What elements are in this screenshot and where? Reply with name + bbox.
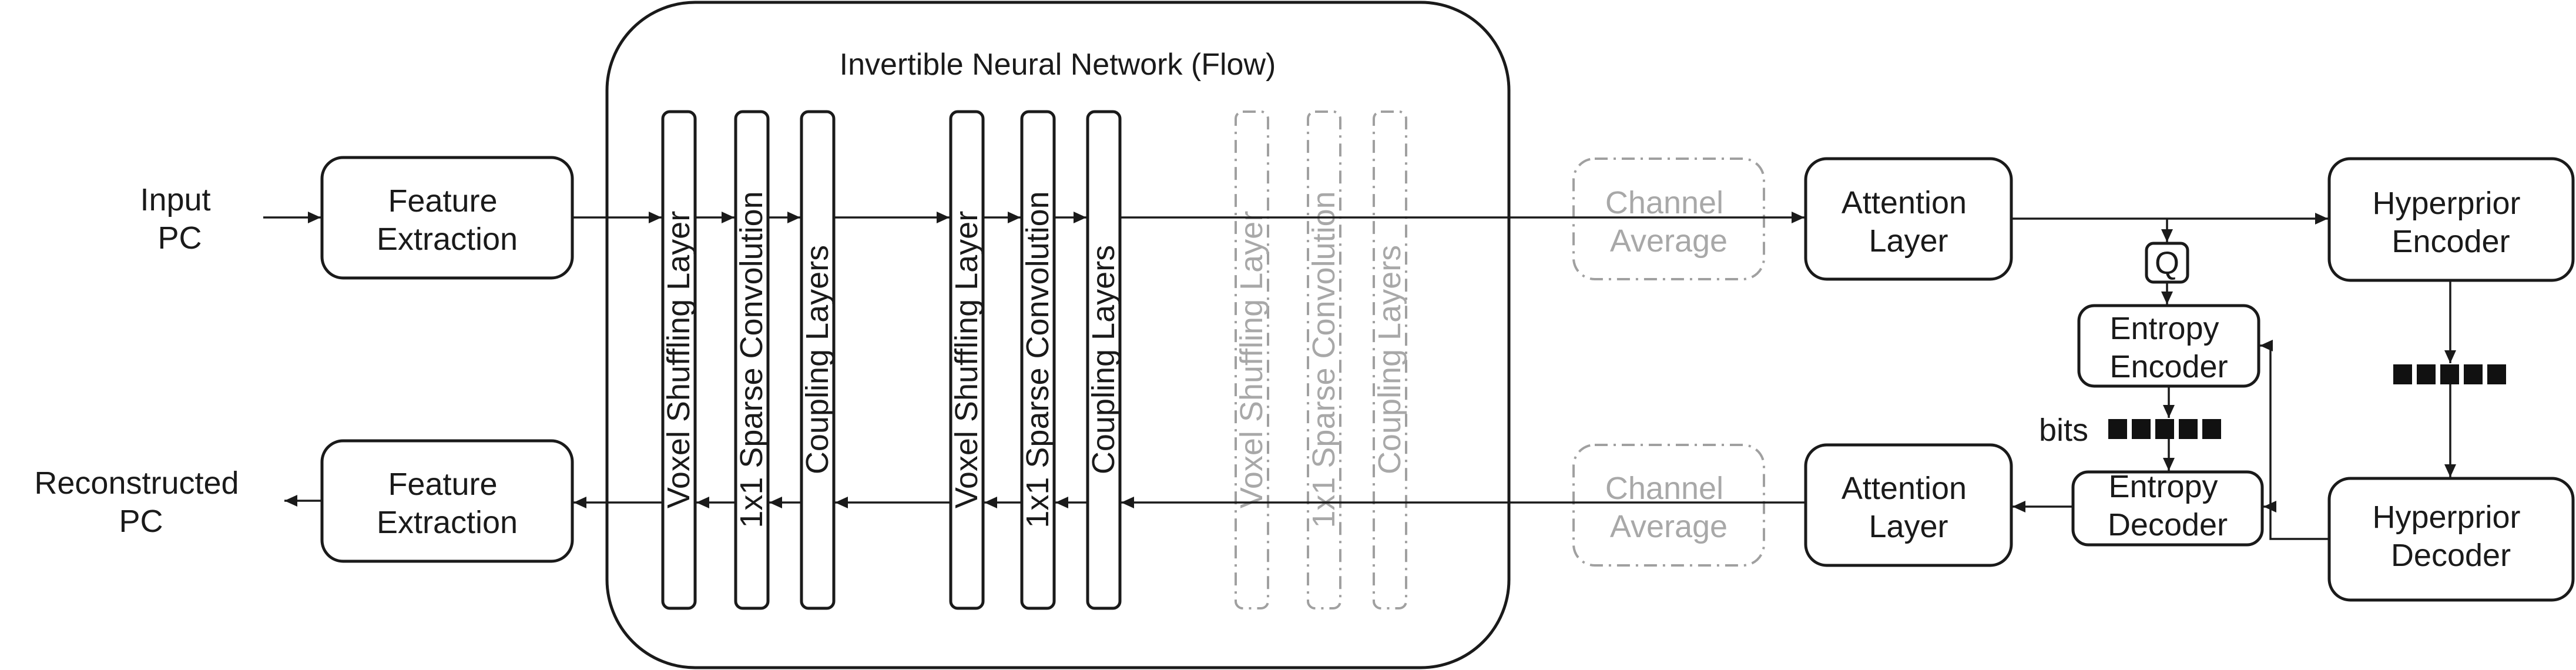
voxel-shuffling-2-label: Voxel Shuffling Layer bbox=[949, 211, 984, 508]
bitstream-square bbox=[2132, 419, 2151, 439]
feature-extraction-bottom-label: Feature Extraction bbox=[377, 467, 518, 540]
channel-average-bottom-box bbox=[1572, 444, 1765, 567]
hyperprior-decoder-label: Hyperprior Decoder bbox=[2372, 500, 2529, 573]
channel-average-top-box bbox=[1572, 158, 1765, 280]
sparse-conv-2-label: 1x1 Sparse Convolution bbox=[1020, 191, 1055, 528]
bitstream-square bbox=[2179, 419, 2198, 439]
quantizer-label: Q bbox=[2155, 246, 2179, 281]
input-label: Input PC bbox=[140, 182, 219, 256]
feature-extraction-top-label: Feature Extraction bbox=[377, 183, 518, 257]
voxel-shuffling-2-box bbox=[949, 110, 985, 610]
forward-arrows bbox=[263, 212, 2456, 477]
hyperprior-encoder-label: Hyperprior Encoder bbox=[2372, 186, 2529, 259]
reverse-arrows bbox=[284, 340, 2329, 540]
hyper-latent-square bbox=[2487, 364, 2506, 384]
voxel-shuffling-3-ghost-label: Voxel Shuffling Layer bbox=[1234, 211, 1269, 508]
attention-layer-bottom-box bbox=[1804, 443, 2013, 567]
voxel-shuffling-1-label: Voxel Shuffling Layer bbox=[661, 211, 696, 508]
output-label: Reconstructed PC bbox=[34, 465, 247, 539]
inn-title: Invertible Neural Network (Flow) bbox=[840, 48, 1276, 82]
attention-layer-bottom-label: Attention Layer bbox=[1842, 471, 1975, 544]
channel-average-bottom-label: Channel Average bbox=[1605, 471, 1732, 544]
sparse-conv-3-ghost-label: 1x1 Sparse Convolution bbox=[1306, 191, 1341, 528]
coupling-1-box bbox=[800, 110, 836, 610]
attention-layer-top-label: Attention Layer bbox=[1842, 185, 1975, 259]
bitstream-squares bbox=[2108, 419, 2221, 439]
hyper-latent-square bbox=[2464, 364, 2483, 384]
bitstream-square bbox=[2108, 419, 2127, 439]
channel-average-top-label: Channel Average bbox=[1605, 185, 1732, 259]
coupling-2-label: Coupling Layers bbox=[1086, 245, 1121, 474]
hyper-latent-squares bbox=[2393, 364, 2506, 384]
sparse-conv-1-box bbox=[734, 110, 770, 610]
coupling-3-ghost-box bbox=[1373, 110, 1407, 609]
voxel-shuffling-1-box bbox=[661, 110, 697, 610]
bitstream-square bbox=[2202, 419, 2221, 439]
sparse-conv-3-ghost-box bbox=[1307, 110, 1341, 609]
sparse-conv-2-box bbox=[1020, 110, 1056, 610]
bitstream-square bbox=[2155, 419, 2174, 439]
hyper-latent-square bbox=[2417, 364, 2436, 384]
entropy-encoder-label: Entropy Encoder bbox=[2109, 311, 2228, 384]
hyper-latent-square bbox=[2393, 364, 2412, 384]
bits-label: bits bbox=[2039, 413, 2088, 448]
sparse-conv-1-label: 1x1 Sparse Convolution bbox=[734, 191, 769, 528]
entropy-decoder-label: Entropy Decoder bbox=[2108, 469, 2228, 542]
voxel-shuffling-3-ghost-box bbox=[1235, 110, 1269, 609]
entropy-decoder-box bbox=[2071, 470, 2264, 547]
coupling-3-ghost-label: Coupling Layers bbox=[1372, 245, 1407, 474]
coupling-2-box bbox=[1086, 110, 1122, 610]
hyper-latent-square bbox=[2440, 364, 2459, 384]
coupling-1-label: Coupling Layers bbox=[800, 245, 835, 474]
